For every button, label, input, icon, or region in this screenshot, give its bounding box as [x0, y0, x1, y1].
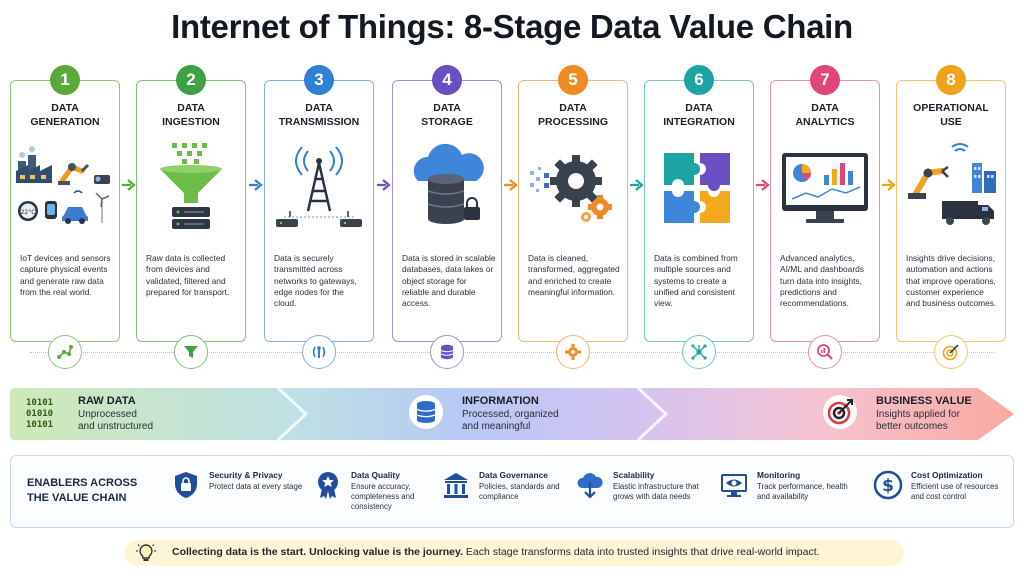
- stage-description: Insights drive decisions, automation and…: [906, 253, 997, 309]
- enabler-data-quality: Data Quality Ensure accuracy, completene…: [313, 468, 453, 520]
- cloud-scale-icon: [577, 473, 603, 499]
- arrow-right-icon: [249, 179, 263, 191]
- target-icon: [934, 335, 968, 369]
- enabler-data-governance: Data Governance Policies, standards and …: [441, 468, 581, 520]
- quality-badge-icon: [318, 472, 338, 499]
- gears-processing-illustration: [530, 155, 612, 222]
- stage-number-badge: 6: [684, 65, 714, 95]
- stage-description: Raw data is collected from devices and v…: [146, 253, 230, 297]
- puzzle-pieces-illustration: [664, 153, 730, 223]
- stage-number-badge: 5: [558, 65, 588, 95]
- arrow-right-icon: [630, 179, 644, 191]
- network-icon: [48, 335, 82, 369]
- stage-description: Advanced analytics, AI/ML and dashboards…: [780, 253, 864, 309]
- arrow-right-icon: [882, 179, 896, 191]
- cell-tower-illustration: [276, 146, 362, 227]
- funnel-server-illustration: [160, 143, 222, 229]
- enabler-security-privacy: Security & Privacy Protect data at every…: [171, 468, 311, 520]
- enabler-scalability: Scalability Elastic infrastructure that …: [575, 468, 715, 520]
- stage-description: Data is securely transmitted across netw…: [274, 253, 357, 309]
- robot-truck-illustration: [908, 143, 996, 225]
- stage-number-badge: 7: [810, 65, 840, 95]
- stage-number-badge: 2: [176, 65, 206, 95]
- svg-text:$: $: [882, 476, 894, 496]
- stage-number-badge: 4: [432, 65, 462, 95]
- raw-data-label: RAW DATA: [78, 395, 136, 407]
- enabler-monitoring: Monitoring Track performance, health and…: [719, 468, 859, 520]
- stage-number-badge: 1: [50, 65, 80, 95]
- arrow-right-icon: [756, 179, 770, 191]
- target-icon: [823, 395, 857, 429]
- information-label: INFORMATION: [462, 395, 539, 407]
- lock-icon: [175, 472, 197, 498]
- stage-description: IoT devices and sensors capture physical…: [20, 253, 111, 297]
- stage-number-badge: 3: [304, 65, 334, 95]
- arrow-right-icon: [122, 179, 136, 191]
- funnel-icon: [174, 335, 208, 369]
- hub-icon: [682, 335, 716, 369]
- antenna-icon: [302, 335, 336, 369]
- magnifier-chart-icon: [808, 335, 842, 369]
- analytics-dashboard-illustration: [782, 153, 868, 223]
- stage-number-badge: 8: [936, 65, 966, 95]
- stage-connector-line: [30, 352, 994, 353]
- governance-building-icon: [444, 473, 468, 498]
- arrow-right-icon: [504, 179, 518, 191]
- business-value-label: BUSINESS VALUE: [876, 395, 972, 407]
- gear-icon: [556, 335, 590, 369]
- arrow-right-icon: [377, 179, 391, 191]
- dollar-icon: $: [873, 470, 903, 500]
- lightbulb-icon: [136, 544, 156, 561]
- monitor-eye-icon: [721, 474, 747, 497]
- data-value-gradient-band: [10, 388, 1014, 440]
- footer-message: Collecting data is the start. Unlocking …: [172, 546, 820, 558]
- page-title: Internet of Things: 8-Stage Data Value C…: [171, 8, 853, 45]
- database-icon: [409, 395, 443, 429]
- factory-devices-illustration: 22°C: [16, 146, 110, 224]
- cloud-database-illustration: [413, 143, 484, 224]
- svg-text:22°C: 22°C: [21, 209, 36, 216]
- footer-banner: Collecting data is the start. Unlocking …: [124, 540, 904, 566]
- stage-description: Data is stored in scalable databases, da…: [402, 253, 496, 309]
- stage-description: Data is combined from multiple sources a…: [654, 253, 738, 309]
- database-icon: [430, 335, 464, 369]
- stage-description: Data is cleaned, transformed, aggregated…: [528, 253, 620, 297]
- enabler-cost-optimization: $ Cost Optimization Efficient use of res…: [873, 468, 1013, 520]
